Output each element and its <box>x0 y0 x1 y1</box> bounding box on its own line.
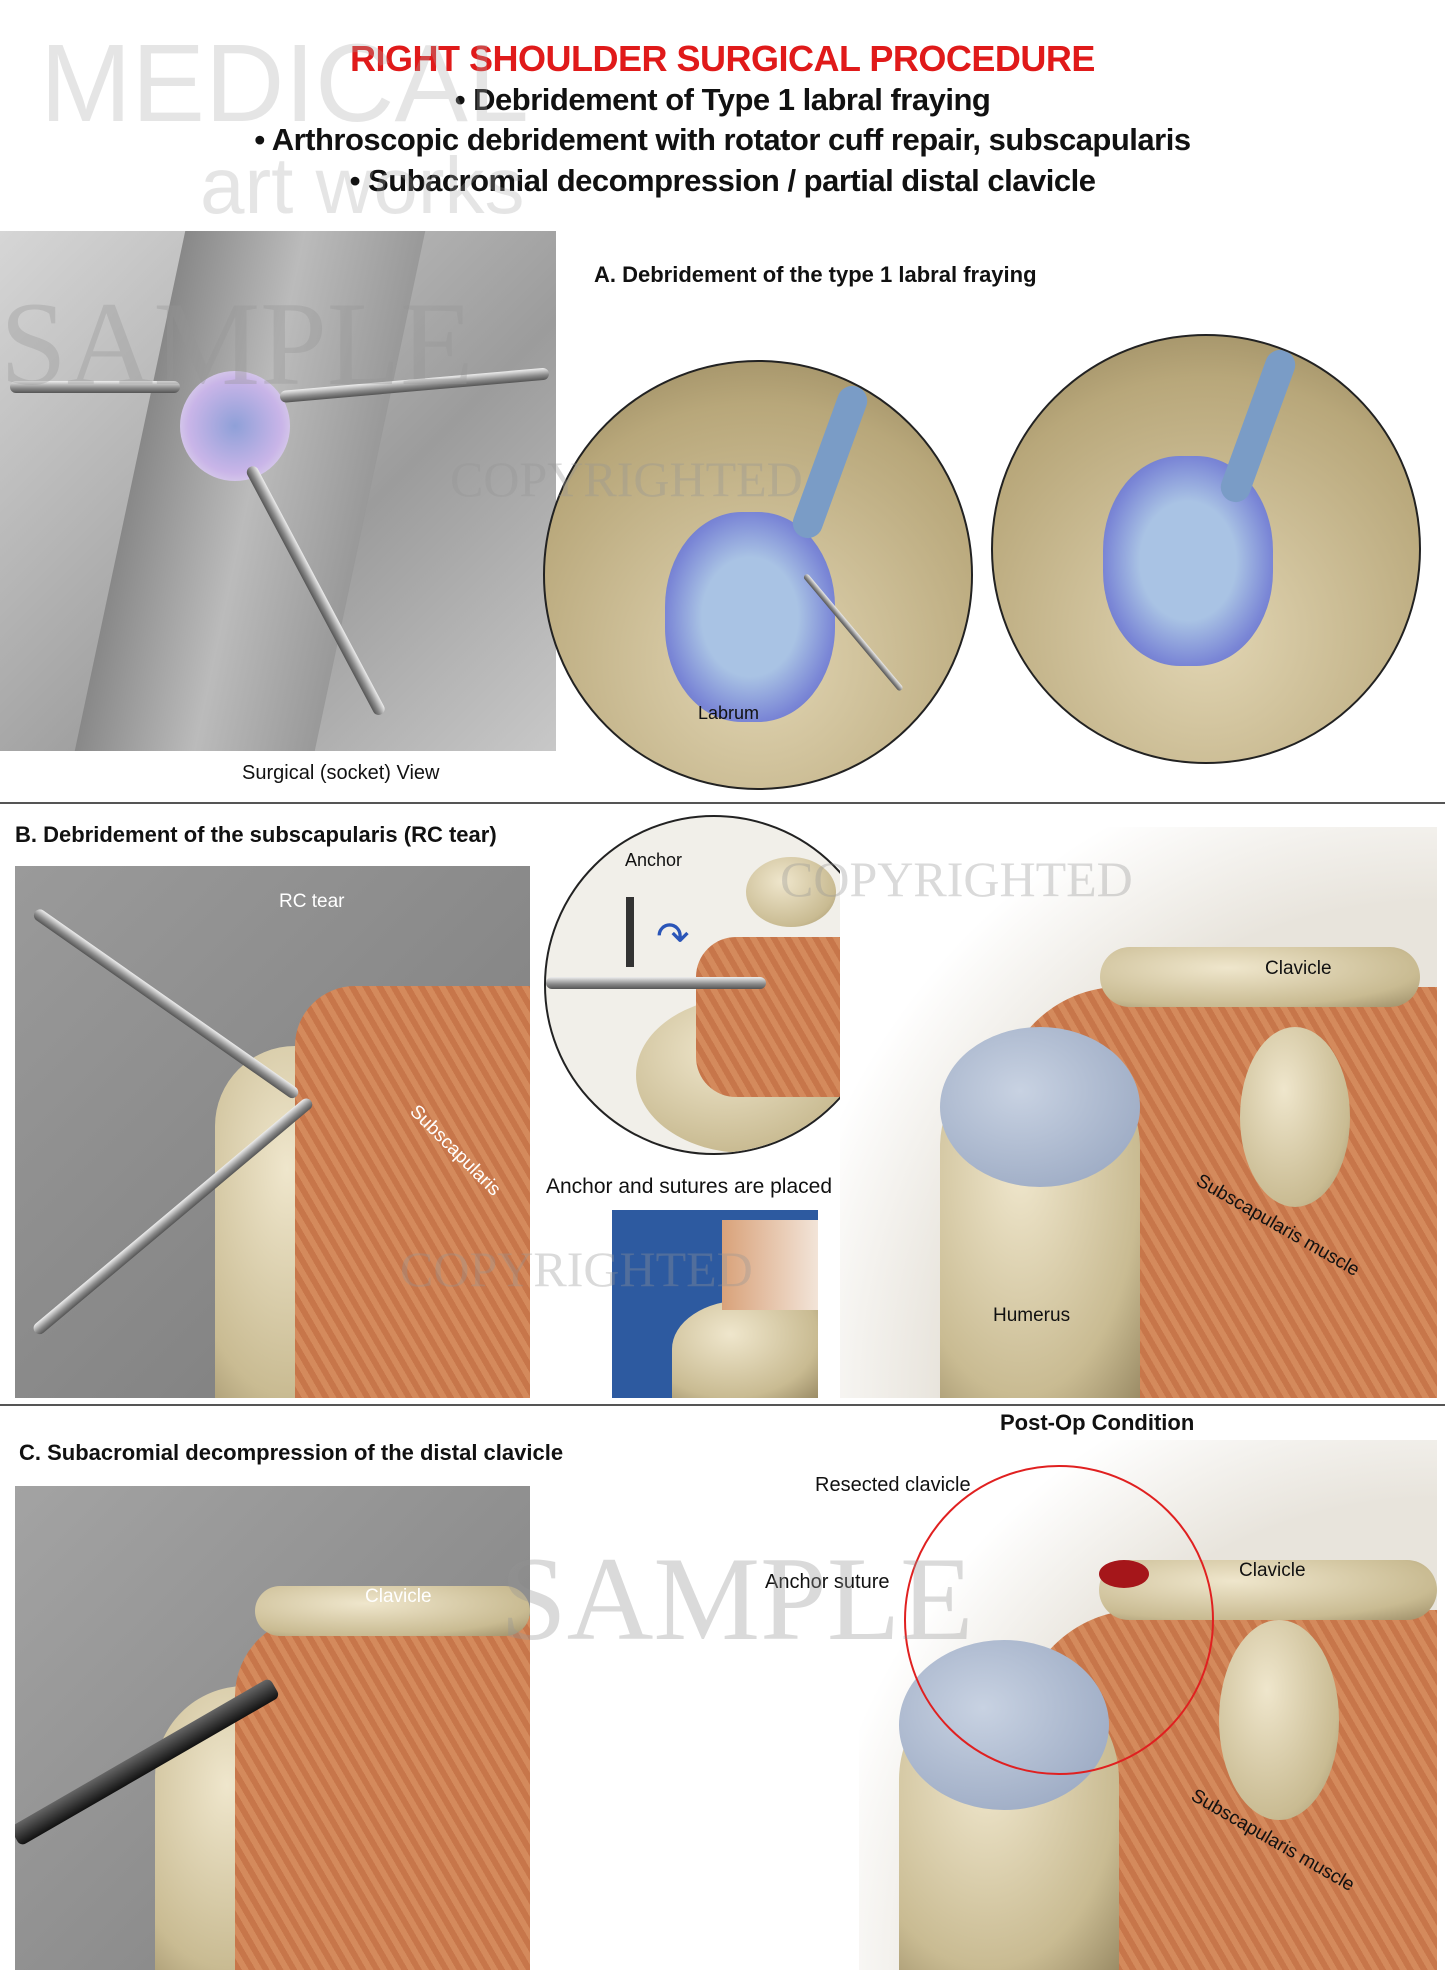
anchor-insertion-circle: ↷ <box>544 815 884 1155</box>
section-b-title: B. Debridement of the subscapularis (RC … <box>15 822 497 847</box>
humerus-label: Humerus <box>993 1305 1071 1326</box>
tendon-detail <box>722 1220 818 1310</box>
instrument <box>546 977 766 989</box>
coracoid <box>1219 1620 1339 1820</box>
glenoid-socket <box>180 371 290 481</box>
section-c-title: C. Subacromial decompression of the dist… <box>19 1440 564 1465</box>
clavicle <box>255 1586 530 1636</box>
section-a-title: A. Debridement of the type 1 labral fray… <box>594 262 1037 287</box>
repaired-subscapularis-illustration <box>840 827 1437 1398</box>
page-title: RIGHT SHOULDER SURGICAL PROCEDURE <box>350 38 1095 79</box>
postop-clavicle-label: Clavicle <box>1239 1560 1306 1581</box>
bone-detail <box>672 1300 818 1398</box>
labrum-before-circle <box>543 360 973 790</box>
curved-arrow-icon: ↷ <box>656 915 690 959</box>
coracoid <box>746 857 836 927</box>
subscapularis <box>235 1616 530 1970</box>
biceps-tendon <box>1216 345 1300 507</box>
arthroscope-left <box>10 381 180 393</box>
resected-clavicle-label: Resected clavicle <box>815 1474 971 1496</box>
anchor-caption: Anchor and sutures are placed <box>546 1175 833 1198</box>
postop-illustration <box>859 1440 1437 1970</box>
glenoid-labrum <box>665 512 835 722</box>
clavicle-label: Clavicle <box>365 1586 432 1607</box>
rc-tear-label: RC tear <box>279 891 345 912</box>
bullet-1: • Debridement of Type 1 labral fraying <box>454 82 991 117</box>
postop-title: Post-Op Condition <box>1000 1410 1195 1435</box>
anchor-label: Anchor <box>625 850 683 870</box>
decompression-illustration <box>15 1486 530 1970</box>
labrum-after-circle <box>991 334 1421 764</box>
suture-detail-inset <box>612 1210 818 1398</box>
arthroscope <box>31 907 301 1101</box>
labrum-label: Labrum <box>698 703 760 723</box>
bullet-2: • Arthroscopic debridement with rotator … <box>254 122 1191 157</box>
highlight-circle <box>904 1465 1214 1775</box>
coracoid <box>1240 1027 1350 1207</box>
section-divider <box>0 802 1445 804</box>
socket-view-caption: Surgical (socket) View <box>242 762 440 784</box>
arthroscopic-subscapularis-illustration <box>15 866 530 1398</box>
anchor-screw-icon <box>626 897 634 967</box>
socket-view-illustration <box>0 231 556 751</box>
biceps-tendon <box>788 381 872 543</box>
bullet-3: • Subacromial decompression / partial di… <box>349 163 1096 198</box>
subscapularis <box>295 986 530 1398</box>
anchor-suture-label: Anchor suture <box>765 1571 890 1593</box>
clavicle-label: Clavicle <box>1265 958 1332 979</box>
arm-shape <box>74 231 426 751</box>
clavicle <box>1100 947 1420 1007</box>
humeral-head-cartilage <box>940 1027 1140 1187</box>
section-divider <box>0 1404 1445 1406</box>
